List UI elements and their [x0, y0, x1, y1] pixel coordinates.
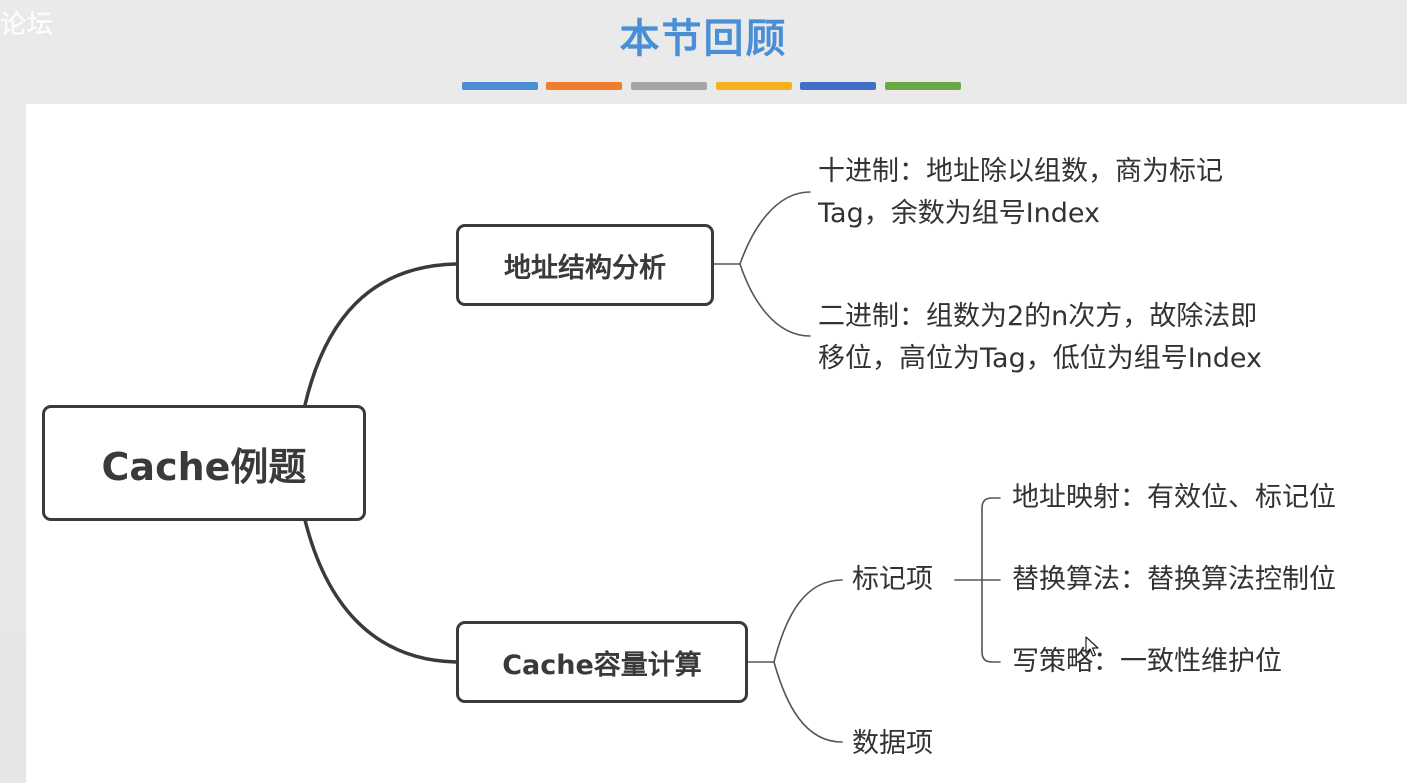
connector-tag-write: [981, 579, 1001, 663]
connector-root-capacity: [303, 518, 458, 664]
watermark: 论坛: [0, 10, 55, 40]
mouse-pointer-icon: [1085, 636, 1099, 657]
color-bar-darkblue: [800, 82, 876, 90]
color-bar-orange: [546, 82, 622, 90]
binary-note-line2: 移位，高位为Tag，低位为组号Index: [818, 343, 1263, 374]
binary-note-line1: 二进制：组数为2的n次方，故除法即: [818, 301, 1258, 332]
color-bar-green: [885, 82, 961, 90]
binary-note: 二进制：组数为2的n次方，故除法即 移位，高位为Tag，低位为组号Index: [818, 296, 1262, 380]
root-node: Cache例题: [42, 405, 366, 521]
connector-capacity-tag: [773, 579, 843, 663]
color-bar-blue: [462, 82, 538, 90]
connector-address-binary: [739, 263, 811, 337]
connector-root-address: [303, 262, 458, 407]
connector-tag-mapping: [981, 497, 1001, 581]
cache-capacity-node: Cache容量计算: [456, 621, 748, 703]
cache-capacity-label: Cache容量计算: [502, 649, 702, 681]
tag-item-label: 标记项: [852, 564, 933, 595]
connector-address-decimal: [739, 191, 811, 265]
tag-child-replacement: 替换算法：替换算法控制位: [1012, 564, 1336, 595]
root-node-label: Cache例题: [101, 444, 307, 489]
color-bar-gray: [631, 82, 707, 90]
data-item-label: 数据项: [852, 728, 933, 759]
connector-capacity-data: [773, 661, 843, 743]
tag-child-mapping: 地址映射：有效位、标记位: [1012, 482, 1336, 513]
slide-title: 本节回顾: [619, 15, 788, 62]
address-structure-label: 地址结构分析: [504, 252, 666, 284]
color-bar-yellow: [716, 82, 792, 90]
tag-child-write: 写策略：一致性维护位: [1012, 646, 1282, 677]
address-structure-node: 地址结构分析: [456, 224, 714, 306]
decimal-note-line2: Tag，余数为组号Index: [818, 198, 1101, 229]
decimal-note: 十进制：地址除以组数，商为标记 Tag，余数为组号Index: [818, 151, 1223, 235]
decimal-note-line1: 十进制：地址除以组数，商为标记: [818, 156, 1223, 187]
